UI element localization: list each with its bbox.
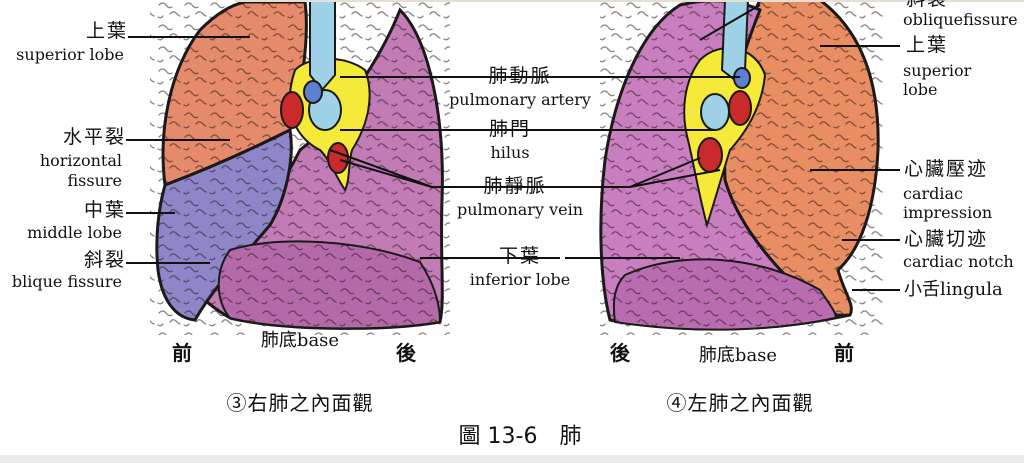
label-oblique-fissure-left-en: obliquefissure: [903, 10, 1018, 29]
left-lung: [599, 0, 885, 335]
label-hilus-zh: 肺門: [488, 118, 531, 140]
left-vein-red: [697, 137, 723, 173]
label-cardiac-impression-en2: impression: [903, 203, 993, 222]
label-superior-lobe-left-en2: lobe: [903, 80, 938, 99]
label-superior-lobe-left-en1: superior: [903, 61, 972, 80]
label-base-left: 肺底base: [698, 345, 778, 366]
label-horizontal-fissure-en1: horizontal: [39, 151, 122, 170]
label-hilus-en: hilus: [490, 143, 530, 162]
bottom-band: [0, 455, 1024, 463]
orientation-left-front: 前: [834, 341, 854, 365]
label-inferior-lobe-en: inferior lobe: [469, 270, 571, 289]
right-bronchus: [309, 0, 336, 92]
orientation-right-back: 後: [396, 341, 416, 365]
figure-title: 圖 13-6 肺: [458, 424, 582, 449]
orientation-right-front: 前: [172, 341, 192, 365]
label-cardiac-impression-zh: 心臟壓迹: [904, 158, 989, 180]
top-border: [235, 0, 1024, 2]
right-lung: [150, 0, 450, 335]
label-middle-lobe-zh: 中葉: [83, 199, 126, 221]
label-inferior-lobe-zh: 下葉: [498, 245, 541, 267]
caption-right-lung: ③右肺之內面觀: [226, 391, 374, 415]
label-pulmonary-vein-en: pulmonary vein: [456, 200, 583, 219]
label-superior-lobe-zh: 上葉: [85, 20, 128, 42]
label-pulmonary-vein-zh: 肺靜脈: [483, 175, 547, 197]
label-oblique-fissure-left-zh: 斜裂: [906, 0, 948, 10]
label-oblique-fissure-right-zh: 斜裂: [83, 249, 126, 271]
right-artery-1: [280, 91, 304, 129]
label-oblique-fissure-right-en: blique fissure: [11, 272, 122, 291]
caption-left-lung: ④左肺之內面觀: [666, 391, 814, 415]
label-superior-lobe-left-zh: 上葉: [906, 34, 949, 56]
label-pulmonary-artery-en: pulmonary artery: [449, 90, 591, 109]
right-vein: [303, 80, 323, 104]
leader-lines: [126, 4, 900, 291]
label-horizontal-fissure-zh: 水平裂: [62, 126, 126, 148]
label-horizontal-fissure-en2: fissure: [67, 171, 122, 190]
left-bronchus-lower: [700, 93, 730, 131]
label-pulmonary-artery-zh: 肺動脈: [488, 65, 552, 87]
left-artery: [728, 90, 752, 126]
label-base-right: 肺底base: [260, 330, 340, 351]
right-artery-2: [327, 142, 349, 174]
label-cardiac-impression-en1: cardiac: [903, 184, 964, 203]
label-cardiac-notch-en: cardiac notch: [903, 252, 1014, 271]
label-cardiac-notch-zh: 心臟切迹: [904, 228, 989, 250]
label-lingula: 小舌lingula: [904, 279, 1003, 300]
label-middle-lobe-en: middle lobe: [27, 223, 122, 242]
orientation-left-back: 後: [610, 341, 630, 365]
label-superior-lobe-en: superior lobe: [16, 45, 124, 64]
